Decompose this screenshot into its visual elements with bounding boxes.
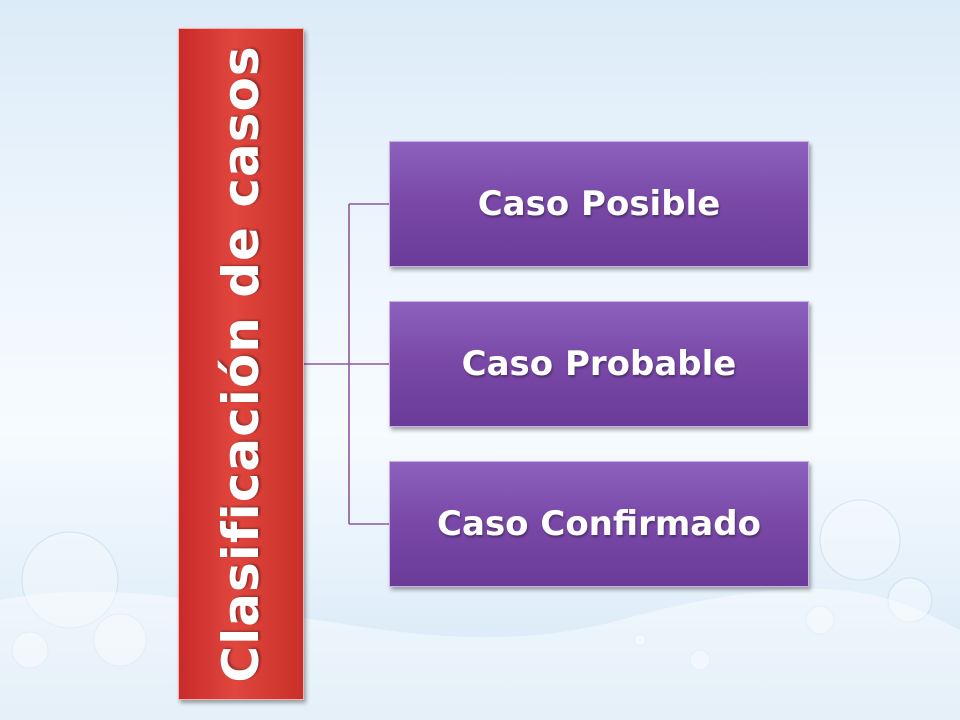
background-wave xyxy=(0,588,960,720)
child-node-caso-posible: Caso Posible xyxy=(389,141,809,267)
root-node-label: Clasificación de casos xyxy=(212,45,270,683)
root-node-box: Clasificación de casos xyxy=(178,28,304,700)
child-node-label: Caso Posible xyxy=(477,184,721,224)
child-node-label: Caso Confirmado xyxy=(437,504,761,544)
child-node-caso-confirmado: Caso Confirmado xyxy=(389,461,809,587)
child-node-label: Caso Probable xyxy=(461,344,737,384)
child-node-caso-probable: Caso Probable xyxy=(389,301,809,427)
background-bubbles xyxy=(11,499,933,671)
